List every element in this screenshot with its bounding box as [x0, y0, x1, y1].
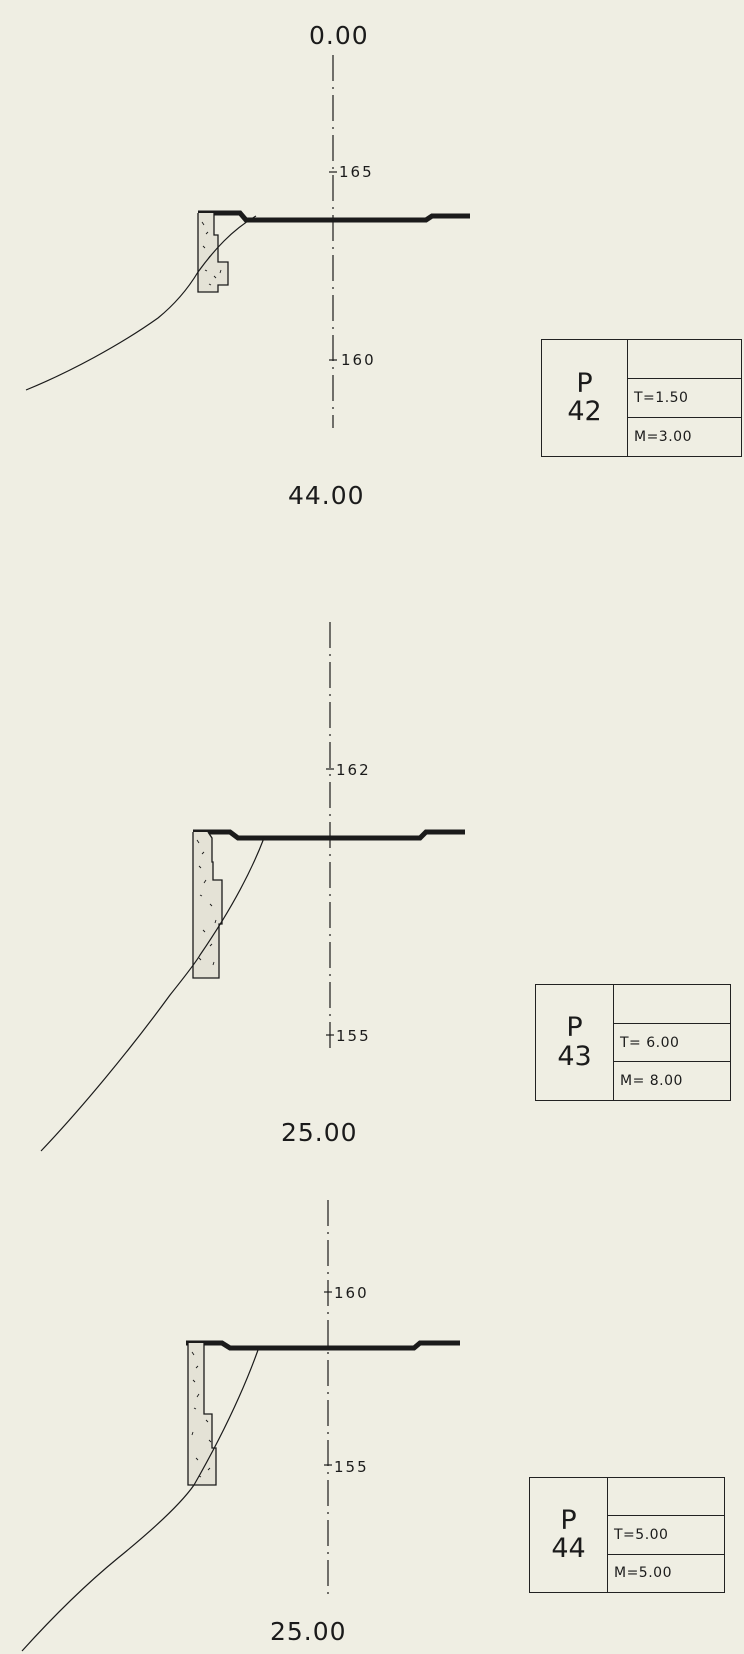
t-value: T=5.00 [608, 1516, 724, 1555]
elevation-label: 160 [334, 1284, 369, 1302]
profile-id: P 43 [536, 985, 614, 1100]
profile-info-box: P 42 T=1.50 M=3.00 [541, 339, 742, 457]
profile-42 [25, 55, 470, 428]
t-value: T=1.50 [628, 379, 741, 418]
wall-hatch [191, 1351, 212, 1478]
wall-hatch [196, 839, 217, 966]
terrain-line [40, 837, 265, 1152]
profile-number: 43 [557, 1040, 592, 1072]
profile-info-box: P 44 T=5.00 M=5.00 [529, 1477, 725, 1593]
profile-letter: P [560, 1504, 577, 1536]
t-value: T= 6.00 [614, 1024, 730, 1063]
elevation-label: 165 [339, 163, 374, 181]
profile-number: 44 [551, 1533, 586, 1564]
profile-letter: P [566, 1012, 583, 1044]
blank-cell [608, 1478, 724, 1517]
distance-label: 25.00 [281, 1118, 358, 1147]
m-value: M=3.00 [634, 429, 692, 445]
elevation-label: 155 [336, 1027, 371, 1045]
distance-label: 25.00 [270, 1617, 347, 1646]
profile-id: P 44 [530, 1478, 608, 1592]
distance-label: 44.00 [288, 481, 365, 510]
blank-cell [628, 340, 741, 379]
retaining-wall [187, 1343, 217, 1486]
m-value: M= 8.00 [620, 1073, 683, 1090]
profile-43 [40, 622, 465, 1152]
road-surface [193, 829, 465, 841]
profile-44 [21, 1200, 460, 1652]
distance-label: 0.00 [309, 21, 369, 50]
elevation-label: 160 [341, 351, 376, 369]
road-surface [186, 1340, 460, 1351]
profile-letter: P [576, 367, 593, 399]
profile-info-box: P 43 T= 6.00 M= 8.00 [535, 984, 731, 1101]
terrain-line [21, 1349, 259, 1652]
m-value: M=5.00 [614, 1565, 672, 1582]
road-surface [198, 210, 470, 223]
retaining-wall [192, 831, 223, 979]
profile-id: P 42 [542, 340, 628, 456]
elevation-label: 162 [336, 761, 371, 779]
blank-cell [614, 985, 730, 1024]
terrain-line [25, 215, 257, 391]
elevation-label: 155 [334, 1458, 369, 1476]
profile-number: 42 [567, 396, 602, 427]
